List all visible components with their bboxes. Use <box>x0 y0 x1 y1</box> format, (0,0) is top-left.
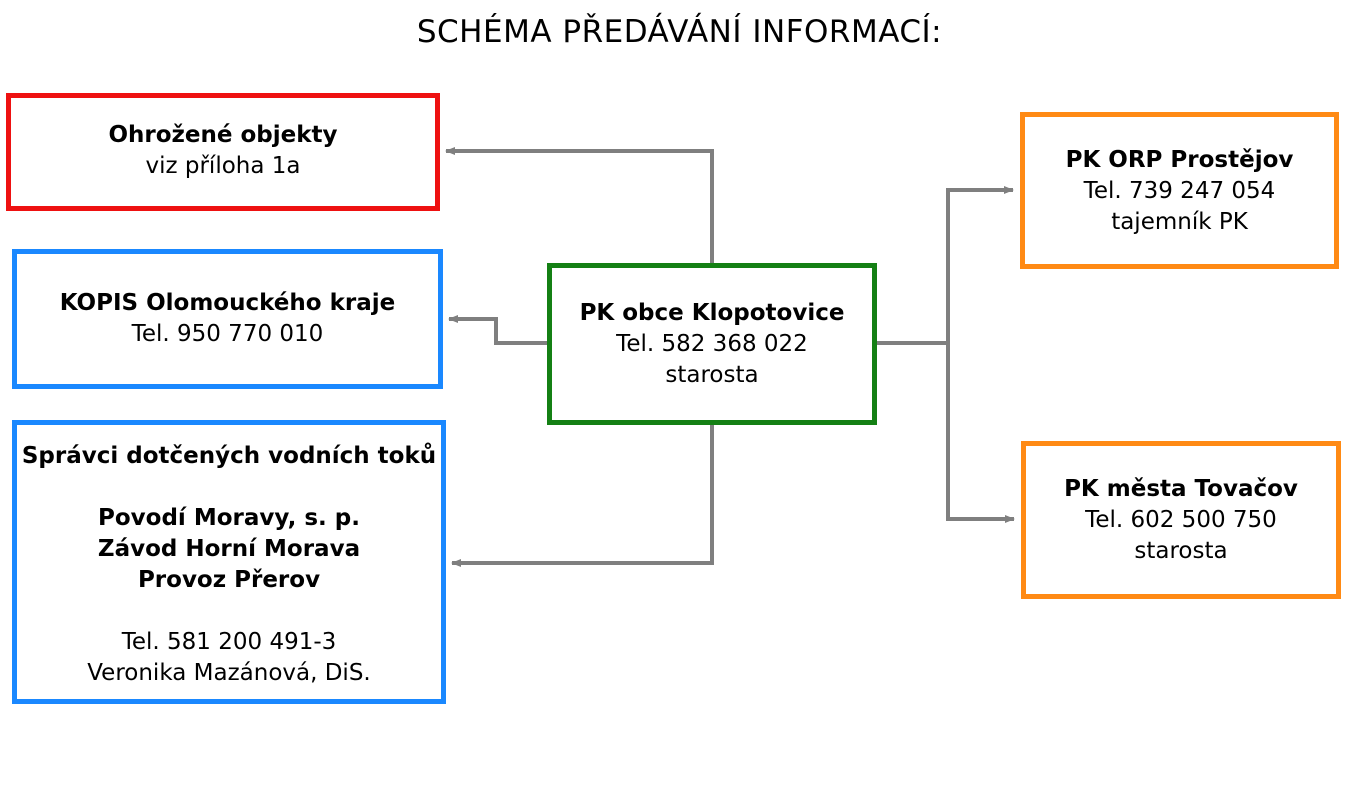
arrow-to-orp <box>877 186 1014 345</box>
arrow-to-threatened <box>445 147 714 263</box>
water-managers-phone: Tel. 581 200 491-3 <box>121 629 337 655</box>
tovacov-role: starosta <box>1134 538 1228 564</box>
kopis-phone: Tel. 950 770 010 <box>131 321 324 347</box>
orp-prostejov-role: tajemník PK <box>1111 209 1248 235</box>
orp-prostejov-name: PK ORP Prostějov <box>1065 147 1294 173</box>
water-managers-heading: Správci dotčených vodních toků <box>21 443 437 469</box>
tovacov-name: PK města Tovačov <box>1064 476 1298 502</box>
water-managers-org-line3: Provoz Přerov <box>137 567 321 593</box>
klopotovice-box: PK obce Klopotovice Tel. 582 368 022 sta… <box>547 263 877 425</box>
kopis-name: KOPIS Olomouckého kraje <box>59 290 396 316</box>
tovacov-phone: Tel. 602 500 750 <box>1085 507 1277 533</box>
klopotovice-phone: Tel. 582 368 022 <box>616 331 808 357</box>
water-managers-contact: Veronika Mazánová, DiS. <box>87 660 371 686</box>
diagram-title: SCHÉMA PŘEDÁVÁNÍ INFORMACÍ: <box>416 14 943 50</box>
threatened-objects-box: Ohrožené objekty viz příloha 1a <box>6 93 440 211</box>
arrow-to-tovacov <box>946 343 1015 523</box>
klopotovice-role: starosta <box>665 362 759 388</box>
arrow-to-kopis <box>448 315 547 345</box>
orp-prostejov-phone: Tel. 739 247 054 <box>1083 178 1276 204</box>
tovacov-box: PK města Tovačov Tel. 602 500 750 staros… <box>1021 441 1341 599</box>
threatened-objects-note: viz příloha 1a <box>145 153 301 179</box>
arrow-to-managers <box>451 425 714 567</box>
water-managers-box: Správci dotčených vodních toků Povodí Mo… <box>12 420 446 704</box>
kopis-box: KOPIS Olomouckého kraje Tel. 950 770 010 <box>12 249 443 389</box>
orp-prostejov-box: PK ORP Prostějov Tel. 739 247 054 tajemn… <box>1020 112 1339 269</box>
water-managers-org-line2: Závod Horní Morava <box>97 536 361 562</box>
water-managers-org-line1: Povodí Moravy, s. p. <box>98 505 360 531</box>
klopotovice-name: PK obce Klopotovice <box>579 300 845 326</box>
threatened-objects-name: Ohrožené objekty <box>108 122 338 148</box>
